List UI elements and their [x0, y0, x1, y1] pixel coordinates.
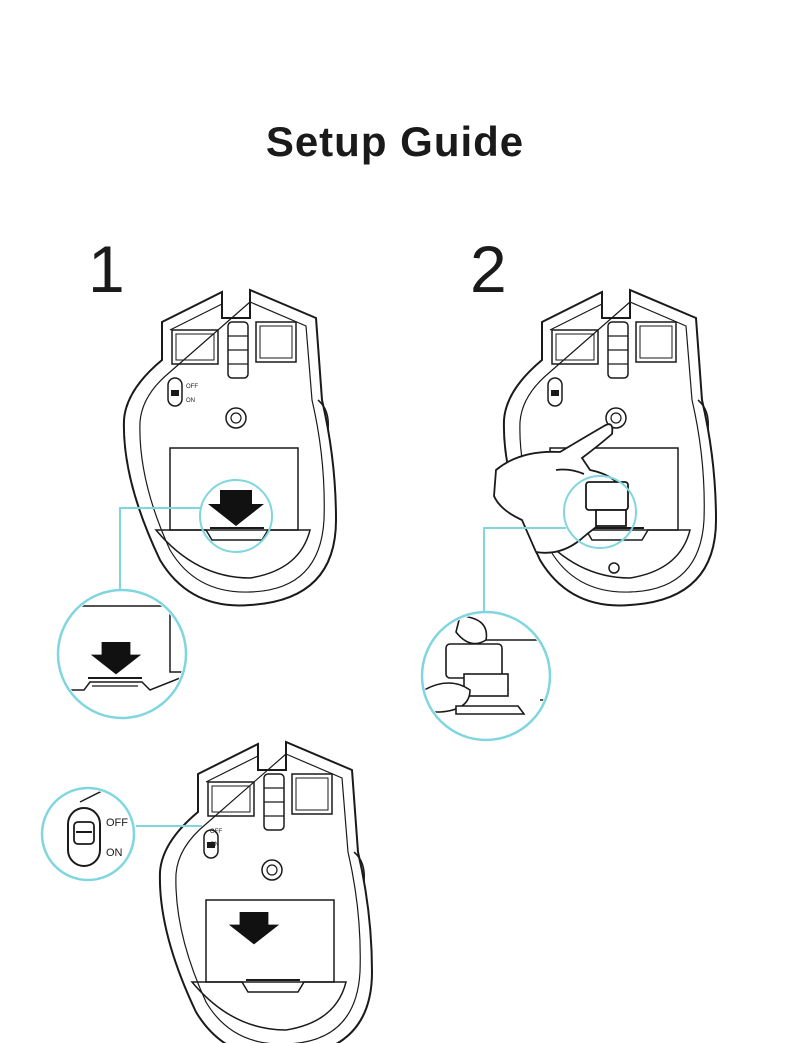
switch-on-label-small-2: ON	[210, 842, 219, 848]
step-2-number: 2	[470, 232, 507, 306]
step-1-number: 1	[88, 232, 125, 306]
mouse-underside-step2-icon	[502, 289, 717, 607]
battery-cover-zoom	[56, 588, 188, 720]
mouse-underside-step3-icon	[158, 741, 373, 1043]
page-title: Setup Guide	[265, 118, 525, 165]
switch-off-label-small: OFF	[186, 384, 198, 390]
receiver-zoom	[420, 610, 552, 742]
mouse-underside-icon	[122, 289, 338, 607]
hand-icon	[493, 423, 627, 554]
switch-off-label-small-2: OFF	[210, 829, 222, 835]
power-switch-zoom: OFF ON	[40, 786, 136, 882]
switch-on-label-small: ON	[186, 398, 195, 404]
usb-receiver-icon	[585, 481, 629, 527]
switch-off-label: OFF	[106, 817, 128, 829]
switch-on-label: ON	[106, 847, 123, 859]
